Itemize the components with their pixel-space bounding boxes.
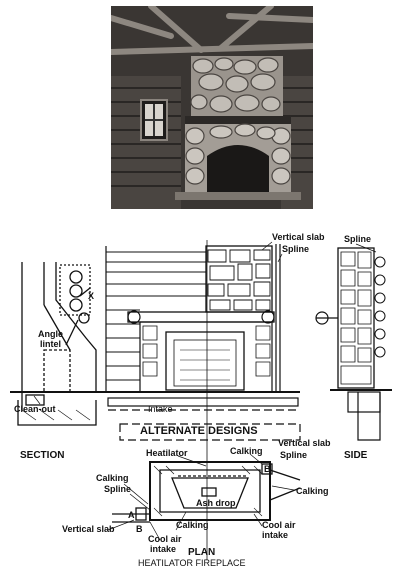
label-mark-b-bottom: B bbox=[136, 524, 143, 534]
firebox-surround bbox=[175, 123, 301, 200]
label-spline-top: Spline bbox=[282, 244, 309, 254]
label-section: SECTION bbox=[20, 450, 64, 461]
label-x-mark: X bbox=[88, 291, 94, 301]
label-alternate-designs: ALTERNATE DESIGNS bbox=[140, 425, 258, 437]
label-clean-out: Clean-out bbox=[14, 404, 56, 414]
label-spline-left: Spline bbox=[104, 484, 131, 494]
label-calking-right: Calking bbox=[296, 486, 329, 496]
label-calking-bottom: Calking bbox=[176, 520, 209, 530]
front-elevation bbox=[104, 240, 301, 560]
label-heatilator: Heatilator bbox=[146, 448, 188, 458]
label-mark-b-top: B bbox=[264, 464, 271, 474]
label-vertical-slab-plan: Vertical slab bbox=[278, 438, 331, 448]
stone-chimney bbox=[185, 56, 291, 124]
side-view bbox=[315, 247, 392, 441]
label-intake-right: intake bbox=[262, 530, 288, 540]
label-caption: HEATILATOR FIREPLACE bbox=[138, 558, 246, 568]
label-spline-plan-right: Spline bbox=[280, 450, 307, 460]
label-intake: Intake bbox=[148, 404, 173, 414]
label-side: SIDE bbox=[344, 450, 368, 461]
label-spline-side: Spline bbox=[344, 234, 371, 244]
label-plan: PLAN bbox=[188, 547, 215, 558]
leader-lines bbox=[33, 241, 377, 541]
section-view bbox=[10, 262, 104, 426]
label-vertical-slab-bottom: Vertical slab bbox=[62, 524, 115, 534]
label-cool-air-right: Cool air bbox=[262, 520, 296, 530]
plan-view bbox=[112, 461, 301, 523]
label-mark-a: A bbox=[128, 510, 135, 520]
label-cool-air-left: Cool air bbox=[148, 534, 182, 544]
label-intake-left: intake bbox=[150, 544, 176, 554]
roof-beams bbox=[111, 6, 313, 55]
window bbox=[140, 99, 168, 141]
label-vertical-slab-top: Vertical slab bbox=[272, 232, 325, 242]
label-calking-top: Calking bbox=[230, 446, 263, 456]
fireplace-photo bbox=[111, 6, 313, 209]
log-wall-left bbox=[111, 76, 181, 209]
label-calking-left: Calking bbox=[96, 473, 129, 483]
label-ash-drop: Ash drop bbox=[196, 498, 236, 508]
label-angle: Angle bbox=[38, 329, 63, 339]
label-lintel: lintel bbox=[40, 339, 61, 349]
labels: Vertical slab Spline Spline X Angle lint… bbox=[14, 232, 371, 568]
